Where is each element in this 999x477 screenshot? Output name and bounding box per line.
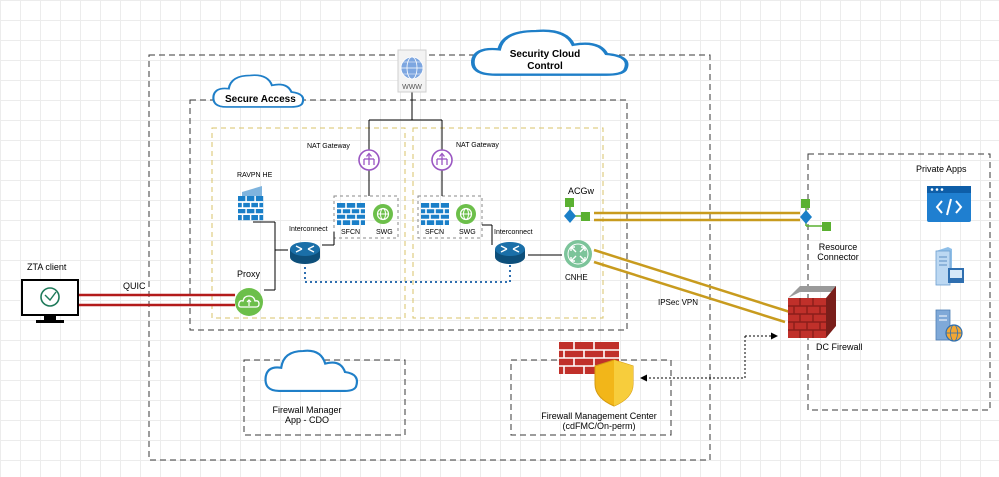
acgw-connector-icon (564, 198, 590, 223)
proxy-label: Proxy (237, 269, 261, 279)
ipsec-vpn-label: IPSec VPN (658, 298, 699, 307)
right-zone-links (441, 170, 562, 256)
interconnect-left-router-icon (289, 241, 321, 265)
firewall-manager-label: Firewall Manager App - CDO (272, 405, 342, 426)
swg-left-label: SWG (376, 229, 393, 236)
cnhe-label: CNHE (565, 273, 588, 282)
security-cloud-control-region (148, 54, 711, 461)
arrow-head-left (640, 374, 647, 382)
zone-left (211, 127, 406, 319)
interconnect-dotted-link (304, 262, 511, 283)
database-server-icon (935, 309, 963, 342)
interconnect-left-label: Interconnect (289, 226, 328, 233)
arrow-head-right (771, 332, 778, 340)
sfcn-right-label: SFCN (425, 229, 445, 236)
sfcn-left-icon (336, 202, 366, 226)
private-apps-label: Private Apps (916, 164, 967, 174)
swg-right-label: SWG (459, 229, 476, 236)
cnhe-icon (564, 240, 592, 268)
secure-access-label: Secure Access (225, 94, 296, 105)
acgw-resource-link (594, 211, 800, 222)
dc-firewall-brick-icon (788, 286, 836, 338)
resource-connector-icon (800, 199, 831, 231)
swg-left-icon (372, 203, 394, 225)
nat-gateway-right-label: NAT Gateway (456, 142, 499, 149)
resource-connector-label: Resource Connector (817, 242, 859, 263)
quic-link (78, 293, 235, 307)
zta-client-monitor-icon (21, 279, 79, 323)
www-uplink (368, 92, 443, 150)
interconnect-right-router-icon (494, 241, 526, 265)
nat-gateway-left-icon (358, 149, 380, 171)
ravpn-he-firewall-icon (237, 186, 265, 222)
dc-firewall-label: DC Firewall (816, 342, 863, 352)
proxy-cloud-upload-icon (235, 288, 263, 316)
fmc-firewall-shield-icon (559, 342, 634, 407)
left-zone-links (253, 170, 370, 291)
ztaclient-label: ZTA client (27, 262, 67, 272)
zone-right (412, 127, 604, 319)
fmc-dc-firewall-link (640, 336, 746, 379)
security-cloud-control-label: Security Cloud Control (509, 49, 581, 72)
sfcn-right-icon (420, 202, 450, 226)
acgw-label: ACGw (568, 186, 595, 196)
nat-gateway-right-icon (431, 149, 453, 171)
www-label: WWW (402, 84, 422, 91)
sfcn-swg-group-right (417, 195, 483, 239)
secure-access-region (189, 99, 628, 331)
ravpn-he-label: RAVPN HE (237, 172, 273, 179)
server-icon (935, 247, 964, 286)
firewall-manager-cloud-icon (264, 349, 359, 392)
interconnect-right-label: Interconnect (494, 229, 533, 236)
fmc-label: Firewall Management Center (cdFMC/On-per… (541, 411, 657, 432)
code-window-icon (927, 186, 971, 222)
private-apps-region (807, 153, 991, 411)
nat-gateway-left-label: NAT Gateway (307, 143, 350, 150)
ipsec-vpn-link (593, 248, 791, 324)
sfcn-left-label: SFCN (341, 229, 361, 236)
swg-right-icon (455, 203, 477, 225)
quic-label: QUIC (123, 281, 146, 291)
www-globe-icon (397, 49, 427, 93)
sfcn-swg-group-left (333, 195, 399, 239)
